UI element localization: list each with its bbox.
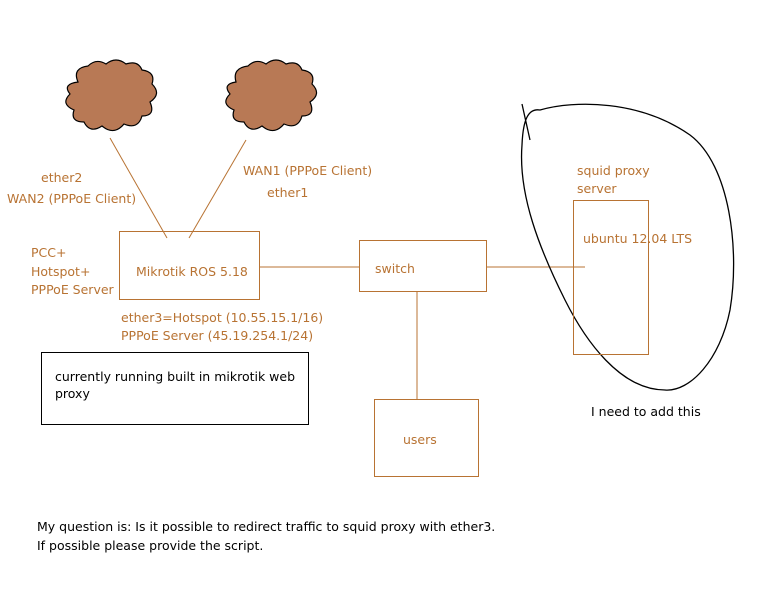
- switch-box: [359, 240, 487, 292]
- switch-label: switch: [375, 261, 415, 276]
- internet-cloud-left: [65, 59, 158, 132]
- note-box: [41, 352, 309, 425]
- users-label: users: [403, 432, 437, 447]
- ether2-label: ether2: [41, 170, 83, 185]
- link-cloud-left-mikrotik: [109, 137, 168, 239]
- pppoe-server-label: PPPoE Server: [31, 282, 114, 297]
- users-box: [374, 399, 479, 477]
- squid-highlight-outline: [520, 103, 735, 391]
- wan2-label: WAN2 (PPPoE Client): [7, 191, 137, 206]
- ether3-pppoe-label: PPPoE Server (45.19.254.1/24): [121, 328, 314, 343]
- pcc-label: PCC+: [31, 245, 67, 260]
- squid-server-label: server: [577, 181, 617, 196]
- link-cloud-right-mikrotik: [188, 139, 247, 239]
- question-line-1: My question is: Is it possible to redire…: [37, 519, 496, 534]
- wan1-label: WAN1 (PPPoE Client): [243, 163, 373, 178]
- mikrotik-label: Mikrotik ROS 5.18: [136, 264, 248, 279]
- need-to-add-label: I need to add this: [591, 404, 701, 419]
- ubuntu-server-box: [573, 200, 649, 355]
- ether1-label: ether1: [267, 185, 309, 200]
- note-line-2: proxy: [55, 386, 90, 401]
- mikrotik-router-box: [119, 231, 260, 300]
- internet-cloud-right: [225, 59, 318, 132]
- ether3-label: ether3=Hotspot (10.55.15.1/16): [121, 310, 324, 325]
- hotspot-label: Hotspot+: [31, 264, 91, 279]
- ubuntu-label: ubuntu 12.04 LTS: [583, 231, 693, 246]
- note-line-1: currently running built in mikrotik web: [55, 369, 296, 384]
- squid-proxy-label: squid proxy: [577, 163, 650, 178]
- question-line-2: If possible please provide the script.: [37, 538, 264, 553]
